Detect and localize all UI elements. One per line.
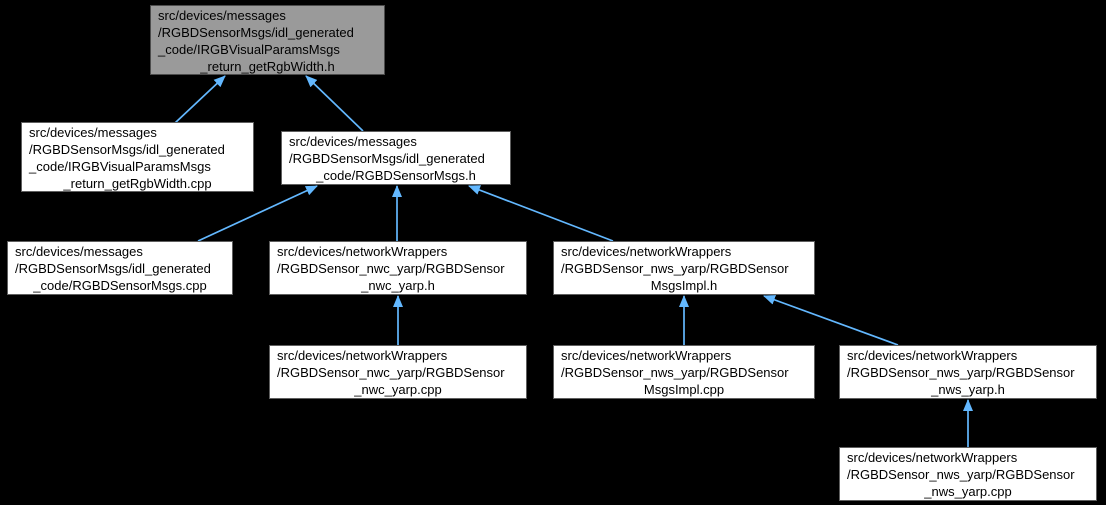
- graph-edge-n3-n1: [305, 75, 364, 132]
- node-label-line: MsgsImpl.cpp: [643, 382, 725, 397]
- node-label-line: /RGBDSensor_nws_yarp/RGBDSensor: [561, 365, 789, 380]
- node-label-line: src/devices/networkWrappers: [847, 450, 1018, 465]
- node-label-line: /RGBDSensorMsgs/idl_generated: [15, 261, 211, 276]
- graph-node-n7[interactable]: src/devices/networkWrappers/RGBDSensor_n…: [269, 345, 527, 399]
- node-label-line: src/devices/messages: [158, 8, 286, 23]
- node-label-line: /RGBDSensor_nwc_yarp/RGBDSensor: [277, 261, 505, 276]
- node-label-line: _code/RGBDSensorMsgs.h: [316, 168, 476, 183]
- node-label-line: /RGBDSensorMsgs/idl_generated: [289, 151, 485, 166]
- node-label-line: _nws_yarp.h: [931, 382, 1005, 397]
- node-label-line: _return_getRgbWidth.h: [200, 59, 335, 74]
- graph-node-n4[interactable]: src/devices/messages/RGBDSensorMsgs/idl_…: [7, 241, 233, 295]
- node-label-line: src/devices/networkWrappers: [847, 348, 1018, 363]
- graph-node-n2[interactable]: src/devices/messages/RGBDSensorMsgs/idl_…: [21, 122, 254, 192]
- graph-edge-n6-n3: [468, 185, 614, 242]
- node-label-line: src/devices/messages: [15, 244, 143, 259]
- node-label-line: /RGBDSensorMsgs/idl_generated: [158, 25, 354, 40]
- node-label-line: /RGBDSensor_nws_yarp/RGBDSensor: [847, 467, 1075, 482]
- graph-node-n3[interactable]: src/devices/messages/RGBDSensorMsgs/idl_…: [281, 131, 511, 185]
- graph-node-n1[interactable]: src/devices/messages/RGBDSensorMsgs/idl_…: [150, 5, 385, 75]
- node-label-line: /RGBDSensorMsgs/idl_generated: [29, 142, 225, 157]
- node-label-line: _code/IRGBVisualParamsMsgs: [29, 159, 211, 174]
- node-label-line: src/devices/networkWrappers: [561, 244, 732, 259]
- node-label-line: src/devices/networkWrappers: [277, 348, 448, 363]
- graph-node-n6[interactable]: src/devices/networkWrappers/RGBDSensor_n…: [553, 241, 815, 295]
- graph-node-n5[interactable]: src/devices/networkWrappers/RGBDSensor_n…: [269, 241, 527, 295]
- node-label-line: src/devices/networkWrappers: [561, 348, 732, 363]
- graph-edge-n9-n6: [763, 295, 899, 346]
- graph-node-n9[interactable]: src/devices/networkWrappers/RGBDSensor_n…: [839, 345, 1097, 399]
- node-label-line: _code/IRGBVisualParamsMsgs: [158, 42, 340, 57]
- node-label-line: src/devices/networkWrappers: [277, 244, 448, 259]
- node-label-line: /RGBDSensor_nws_yarp/RGBDSensor: [561, 261, 789, 276]
- node-label-line: src/devices/messages: [289, 134, 417, 149]
- node-label-line: src/devices/messages: [29, 125, 157, 140]
- node-label-line: _nwc_yarp.h: [361, 278, 435, 293]
- graph-edge-n2-n1: [174, 75, 226, 124]
- node-label-line: _nwc_yarp.cpp: [354, 382, 442, 397]
- node-label-line: /RGBDSensor_nwc_yarp/RGBDSensor: [277, 365, 505, 380]
- node-label-line: _nws_yarp.cpp: [924, 484, 1012, 499]
- graph-edge-n4-n3: [197, 185, 318, 242]
- node-label-line: /RGBDSensor_nws_yarp/RGBDSensor: [847, 365, 1075, 380]
- node-label-line: _return_getRgbWidth.cpp: [63, 176, 212, 191]
- node-label-line: MsgsImpl.h: [650, 278, 718, 293]
- graph-node-n10[interactable]: src/devices/networkWrappers/RGBDSensor_n…: [839, 447, 1097, 501]
- node-label-line: _code/RGBDSensorMsgs.cpp: [33, 278, 207, 293]
- graph-node-n8[interactable]: src/devices/networkWrappers/RGBDSensor_n…: [553, 345, 815, 399]
